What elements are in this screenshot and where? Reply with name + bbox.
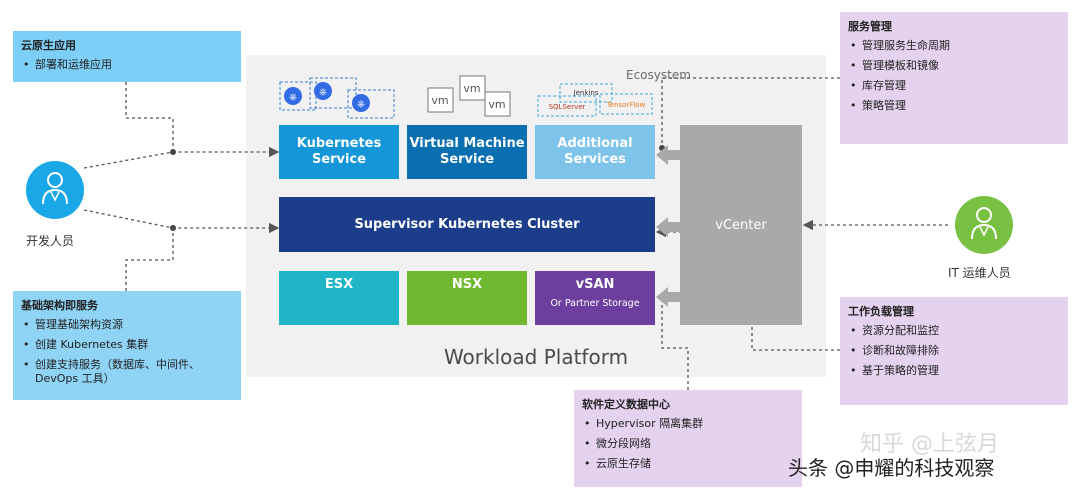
vsan-sub-label: Or Partner Storage bbox=[550, 298, 640, 309]
vm-service-box: Virtual Machine Service bbox=[407, 125, 527, 179]
service-mgmt-card: 服务管理 管理服务生命周期管理模板和镜像库存管理策略管理 bbox=[840, 12, 1068, 144]
vm-icon-label: vm bbox=[431, 94, 448, 107]
card-bullet-item: 云原生存储 bbox=[584, 457, 794, 471]
developer-label: 开发人员 bbox=[26, 234, 75, 248]
ecosystem-logo-label: SQLServer bbox=[549, 103, 586, 111]
svg-text:⎈: ⎈ bbox=[319, 87, 327, 98]
card-bullet-item: 部署和运维应用 bbox=[23, 58, 233, 72]
ecosystem-logos: Jenkins SQLServer TensorFlow bbox=[537, 83, 653, 117]
dev-to-supervisor-line bbox=[83, 209, 280, 234]
ecosystem-logo-label: TensorFlow bbox=[606, 101, 646, 109]
card-bullet-item: 策略管理 bbox=[850, 99, 1060, 113]
nsx-box: NSX bbox=[407, 271, 527, 325]
cloud-native-card: 云原生应用 部署和运维应用 bbox=[13, 31, 241, 82]
card-title: 工作负载管理 bbox=[848, 305, 914, 318]
card-title: 软件定义数据中心 bbox=[582, 398, 670, 411]
additional-services-box: Additional Services bbox=[535, 125, 655, 179]
ecosystem-label: Ecosystem bbox=[626, 68, 691, 82]
dev-to-k8s-line bbox=[83, 146, 280, 169]
card-bullet-item: 库存管理 bbox=[850, 79, 1060, 93]
supervisor-cluster-box: Supervisor Kubernetes Cluster bbox=[279, 197, 655, 252]
card-bullet-item: 微分段网络 bbox=[584, 437, 794, 451]
vm-icon-label: vm bbox=[488, 98, 505, 111]
developer-icon bbox=[26, 161, 84, 219]
card-bullet-item: 管理模板和镜像 bbox=[850, 59, 1060, 73]
infra-service-card: 基础架构即服务 管理基础架构资源创建 Kubernetes 集群创建支持服务（数… bbox=[13, 291, 241, 400]
vcenter-box: vCenter bbox=[680, 125, 802, 325]
card-bullet-item: 管理服务生命周期 bbox=[850, 39, 1060, 53]
card-bullet-item: 创建 Kubernetes 集群 bbox=[23, 338, 233, 352]
vsan-box: vSAN Or Partner Storage bbox=[535, 271, 655, 325]
vcenter-arrow-services bbox=[656, 145, 680, 165]
it-ops-label: IT 运维人员 bbox=[948, 266, 1011, 280]
svg-text:⎈: ⎈ bbox=[357, 99, 365, 110]
cloud-card-connector bbox=[125, 82, 174, 152]
card-title: 云原生应用 bbox=[21, 39, 76, 52]
vm-icons: vm vm vm bbox=[427, 75, 511, 117]
vcenter-arrow-supervisor bbox=[656, 217, 680, 237]
it-ops-icon bbox=[955, 196, 1013, 254]
svg-text:⎈: ⎈ bbox=[289, 92, 297, 103]
infra-card-connector bbox=[125, 228, 174, 291]
platform-title: Workload Platform bbox=[443, 345, 629, 369]
sddc-connector bbox=[661, 297, 689, 390]
ecosystem-logo-label: Jenkins bbox=[573, 89, 599, 97]
toutiao-watermark: 头条 @申耀的科技观察 bbox=[788, 456, 995, 480]
card-title: 基础架构即服务 bbox=[21, 299, 98, 312]
vcenter-arrow-infra bbox=[656, 287, 680, 307]
card-bullet-item: 创建支持服务（数据库、中间件、DevOps 工具） bbox=[23, 358, 233, 386]
card-title: 服务管理 bbox=[848, 20, 892, 33]
vsan-label: vSAN bbox=[575, 277, 615, 292]
sddc-card: 软件定义数据中心 Hypervisor 隔离集群微分段网络云原生存储 bbox=[574, 390, 802, 487]
esx-box: ESX bbox=[279, 271, 399, 325]
card-bullet-item: 诊断和故障排除 bbox=[850, 344, 1060, 358]
kubernetes-service-box: Kubernetes Service bbox=[279, 125, 399, 179]
kubernetes-icons: ⎈ ⎈ ⎈ bbox=[279, 77, 395, 119]
service-mgmt-connector bbox=[661, 77, 840, 148]
workload-mgmt-card: 工作负载管理 资源分配和监控诊断和故障排除基于策略的管理 bbox=[840, 297, 1068, 405]
card-bullet-item: 管理基础架构资源 bbox=[23, 318, 233, 332]
card-bullet-item: Hypervisor 隔离集群 bbox=[584, 417, 794, 431]
card-bullet-item: 资源分配和监控 bbox=[850, 324, 1060, 338]
card-bullet-item: 基于策略的管理 bbox=[850, 364, 1060, 378]
zhihu-watermark: 知乎 @上弦月 bbox=[860, 432, 999, 457]
vm-icon-label: vm bbox=[463, 82, 480, 95]
